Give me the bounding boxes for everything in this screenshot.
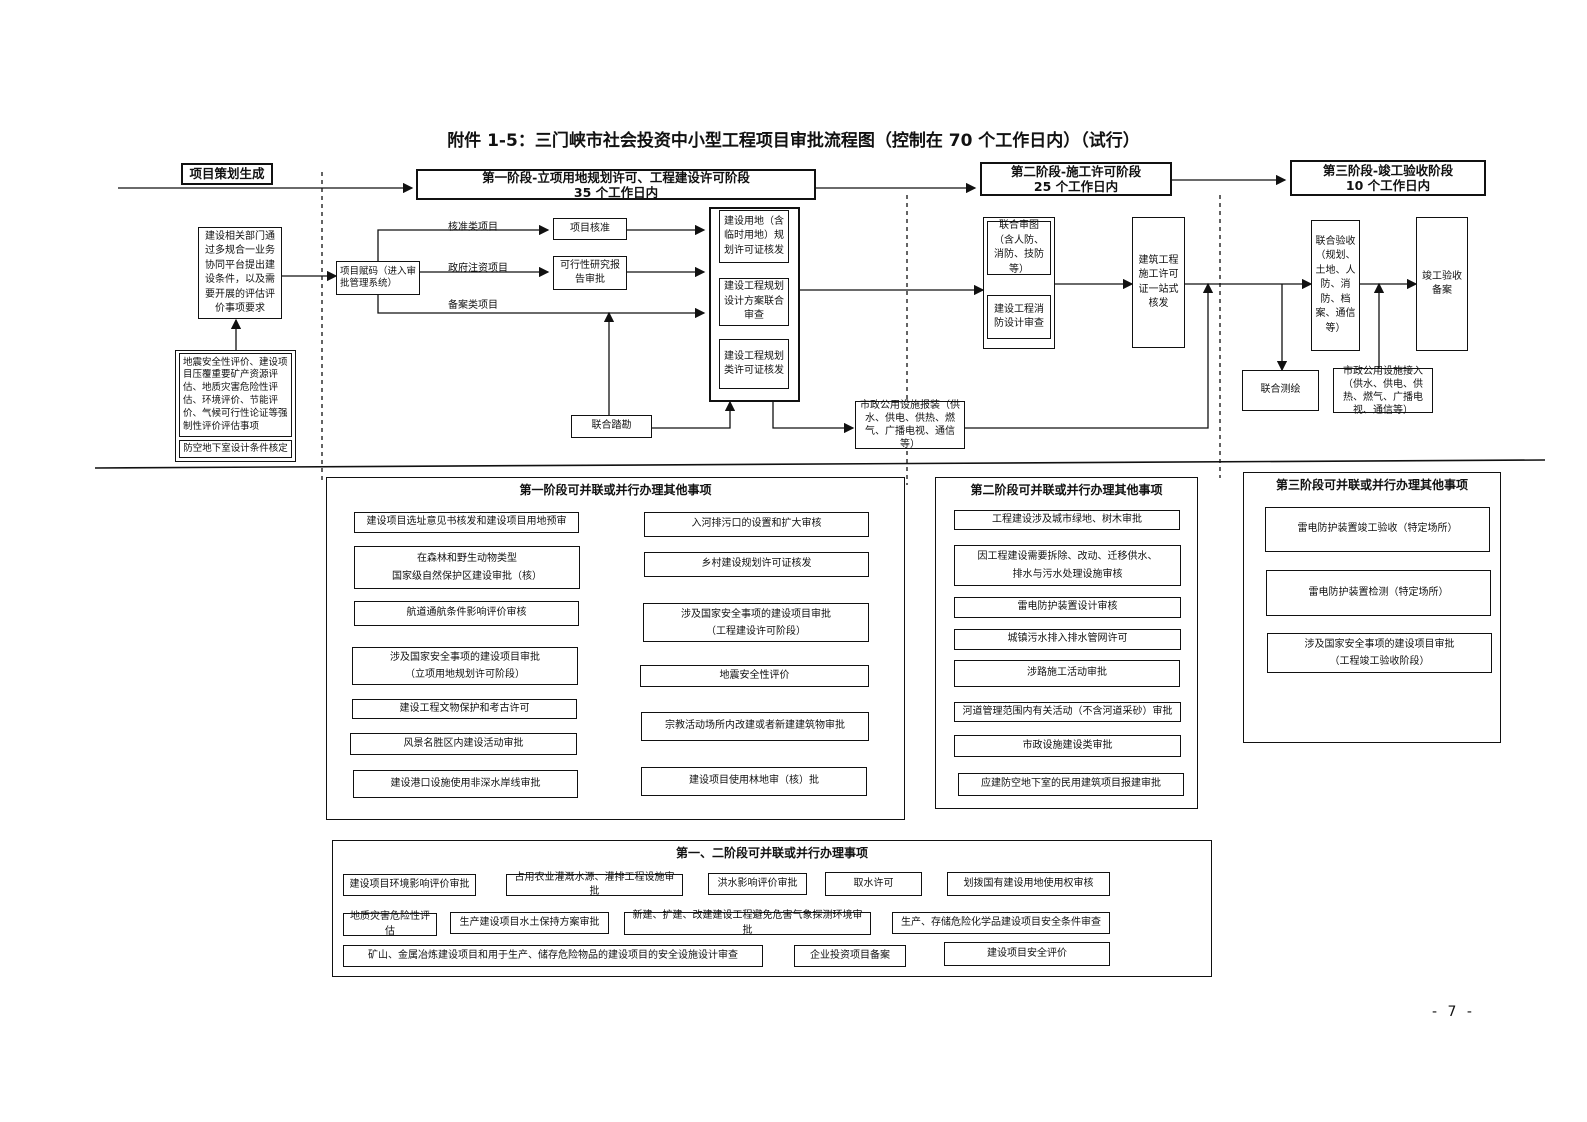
p1-right-4: 地震安全性评价: [640, 665, 869, 687]
planning-permit-box: 建设工程规划类许可证核发: [719, 339, 789, 389]
evaluations-frame: [175, 350, 296, 462]
p2-item-3: 雷电防护装置设计审核: [954, 597, 1181, 618]
p12-row2-2: 生产建设项目水土保持方案审批: [450, 912, 609, 934]
label-gov: 政府注资项目: [448, 263, 508, 274]
joint-acceptance-box: 联合验收（规划、土地、人防、消防、档案、通信等）: [1311, 220, 1360, 351]
stage2-header: 第二阶段-施工许可阶段 25 个工作日内: [980, 162, 1172, 196]
municipal-report-box: 市政公用设施报装（供水、供电、供热、燃气、广播电视、通信等）: [855, 400, 965, 450]
municipal-connect-box: 市政公用设施接入（供水、供电、供热、燃气、广播电视、通信等）: [1333, 366, 1433, 416]
stage-planning: 项目策划生成: [181, 163, 273, 185]
branch-approval: [377, 224, 550, 263]
evaluations-box: 地震安全性评价、建设项目压覆重要矿产资源评估、地质灾害危险性评估、环境评价、节能…: [179, 353, 292, 437]
stage2-days: 25 个工作日内: [1033, 179, 1119, 194]
air-defense-box: 防空地下室设计条件核定: [179, 440, 292, 458]
p12-row2-3: 新建、扩建、改建建设工程避免危害气象探测环境审批: [624, 910, 871, 936]
p12-row1-3: 洪水影响评价审批: [708, 873, 807, 895]
completion-filing-box: 竣工验收备案: [1416, 217, 1468, 351]
p1-right-2: 乡村建设规划许可证核发: [644, 552, 869, 577]
joint-survey-box: 联合踏勘: [571, 415, 652, 438]
p1-left-7: 建设港口设施使用非深水岸线审批: [353, 770, 578, 798]
construction-permit-box: 建筑工程施工许可证一站式核发: [1132, 217, 1185, 348]
p12-row1-4: 取水许可: [825, 872, 922, 896]
fire-review-box: 建设工程消防设计审查: [987, 295, 1051, 339]
p1-right-6: 建设项目使用林地审（核）批: [641, 767, 867, 796]
section-separator: [94, 459, 1546, 469]
p2-item-1: 工程建设涉及城市绿地、树木审批: [954, 510, 1180, 530]
parallel2-title: 第二阶段可并联或并行办理其他事项: [970, 483, 1163, 497]
parallel2-frame: 第二阶段可并联或并行办理其他事项: [935, 477, 1198, 809]
land-permit-box: 建设用地（含临时用地）规划许可证核发: [719, 210, 789, 263]
parallel1-frame: 第一阶段可并联或并行办理其他事项: [326, 477, 905, 820]
p12-row3-1: 矿山、金属冶炼建设项目和用于生产、储存危险物品的建设项目的安全设施设计审查: [343, 945, 763, 967]
p3-item-1: 雷电防护装置竣工验收（特定场所）: [1265, 507, 1490, 552]
label-approval: 核准类项目: [448, 222, 498, 233]
p1-right-5: 宗教活动场所内改建或者新建建筑物审批: [641, 712, 869, 741]
p2-item-5: 涉路施工活动审批: [954, 660, 1180, 687]
p3-item-2: 雷电防护装置检测（特定场所）: [1266, 570, 1491, 616]
stage1-header: 第一阶段-立项用地规划许可、工程建设许可阶段 35 个工作日内: [416, 169, 816, 200]
approval-box: 项目核准: [553, 218, 627, 240]
stage2-name: 第二阶段-施工许可阶段: [1010, 164, 1142, 179]
p1-left-1: 建设项目选址意见书核发和建设项目用地预审: [354, 512, 579, 533]
design-review-box: 建设工程规划设计方案联合审查: [719, 278, 789, 326]
page-number: - 7 -: [1432, 1004, 1475, 1020]
p12-row3-3: 建设项目安全评价: [944, 942, 1110, 966]
p2-item-6: 河道管理范围内有关活动（不含河道采砂）审批: [954, 702, 1181, 722]
parallel1-title: 第一阶段可并联或并行办理其他事项: [519, 483, 712, 497]
dept-conditions-box: 建设相关部门通过多规合一业务协同平台提出建设条件，以及需要开展的评估评价事项要求: [198, 227, 282, 319]
p1-right-1: 入河排污口的设置和扩大审核: [644, 512, 869, 537]
p2-item-8: 应建防空地下室的民用建筑项目报建审批: [958, 773, 1184, 796]
feasibility-box: 可行性研究报告审批: [553, 256, 627, 290]
p1-left-5: 建设工程文物保护和考古许可: [352, 699, 577, 719]
label-filing: 备案类项目: [448, 300, 498, 311]
project-code-box: 项目赋码（进入审批管理系统）: [336, 261, 420, 295]
parallel12-title: 第一、二阶段可并联或并行办理事项: [675, 846, 868, 860]
stage3-days: 10 个工作日内: [1345, 178, 1431, 193]
p12-row1-2: 占用农业灌溉水源、灌排工程设施审批: [506, 872, 683, 897]
p1-left-4: 涉及国家安全事项的建设项目审批 （立项用地规划许可阶段）: [352, 647, 578, 685]
stage1-to-municipal: [772, 402, 855, 434]
p2-item-7: 市政设施建设类审批: [954, 735, 1181, 757]
parallel3-frame: 第三阶段可并联或并行办理其他事项: [1243, 472, 1501, 743]
p12-row2-1: 地质灾害危险性评估: [343, 911, 437, 937]
stage1-name: 第一阶段-立项用地规划许可、工程建设许可阶段: [482, 169, 750, 185]
p1-left-6: 风景名胜区内建设活动审批: [350, 733, 577, 755]
parallel12-frame: 第一、二阶段可并联或并行办理事项: [332, 840, 1212, 977]
p1-right-3: 涉及国家安全事项的建设项目审批 （工程建设许可阶段）: [643, 603, 869, 642]
joint-mapping-box: 联合测绘: [1242, 370, 1319, 411]
page-title: 附件 1-5：三门峡市社会投资中小型工程项目审批流程图（控制在 70 个工作日内…: [447, 131, 1140, 151]
p1-left-3: 航道通航条件影响评价审核: [354, 601, 579, 626]
parallel3-title: 第三阶段可并联或并行办理其他事项: [1275, 478, 1468, 492]
p1-left-2: 在森林和野生动物类型 国家级自然保护区建设审批（核）: [354, 546, 580, 589]
stage3-header: 第三阶段-竣工验收阶段 10 个工作日内: [1290, 160, 1486, 196]
stage3-name: 第三阶段-竣工验收阶段: [1322, 163, 1454, 178]
p12-row1-5: 划拨国有建设用地使用权审核: [947, 872, 1110, 896]
p12-row2-4: 生产、存储危险化学品建设项目安全条件审查: [892, 912, 1110, 934]
p12-row1-1: 建设项目环境影响评价审批: [343, 874, 476, 896]
stage1-permit-frame: [709, 207, 800, 402]
joint-drawing-box: 联合审图（含人防、消防、技防等）: [987, 220, 1051, 275]
p2-item-4: 城镇污水排入排水管网许可: [954, 629, 1181, 650]
stage1-days: 35 个工作日内: [573, 184, 659, 200]
stage2-review-frame: [983, 217, 1055, 349]
p2-item-2: 因工程建设需要拆除、改动、迁移供水、 排水与污水处理设施审核: [954, 545, 1181, 586]
municipal-to-permit: [965, 282, 1214, 429]
p3-item-3: 涉及国家安全事项的建设项目审批 （工程竣工验收阶段）: [1267, 633, 1492, 673]
p12-row3-2: 企业投资项目备案: [794, 945, 906, 967]
survey-to-stage1: [652, 400, 736, 429]
branch-filing: [377, 290, 706, 319]
